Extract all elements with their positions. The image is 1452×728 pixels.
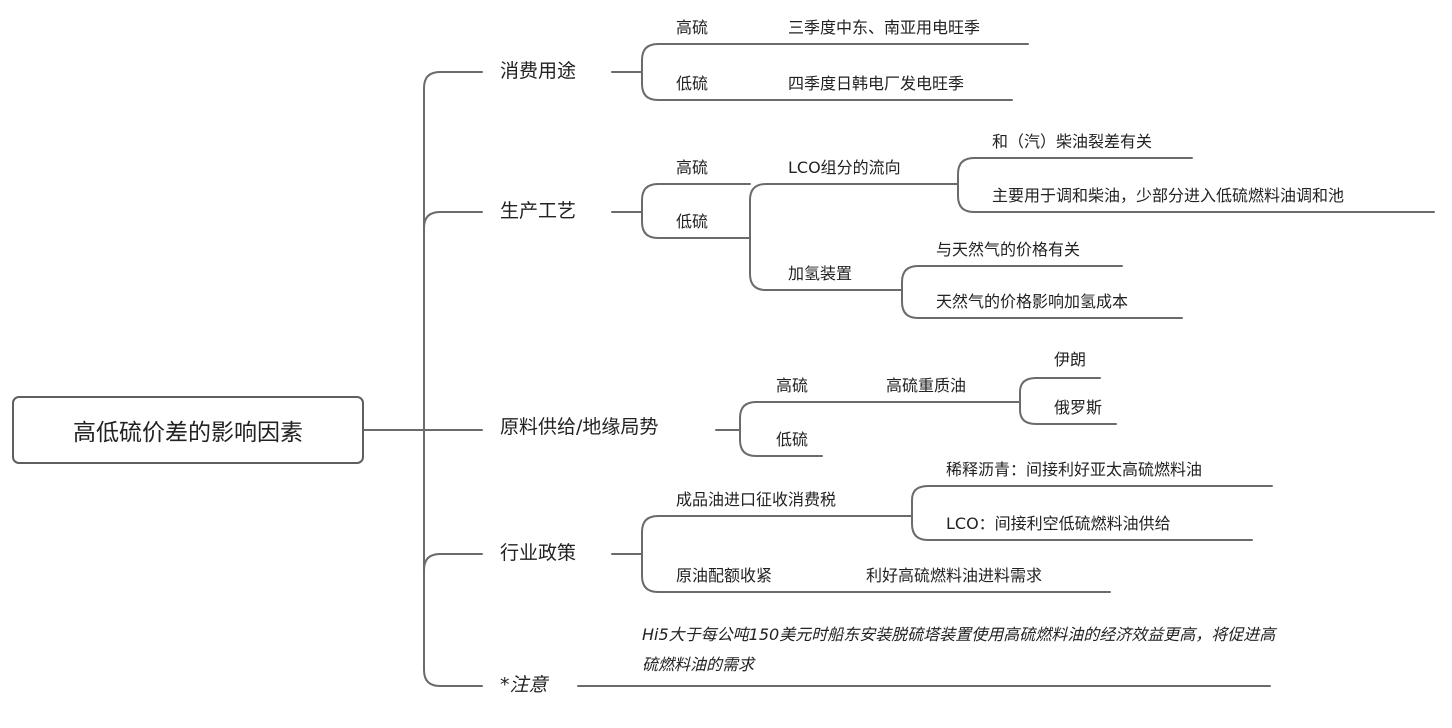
- hydro-child-1[interactable]: 与天然气的价格有关: [936, 240, 1081, 259]
- connector-heavy-split: [1019, 377, 1117, 425]
- hydro-child-2[interactable]: 天然气的价格影响加氢成本: [936, 292, 1129, 311]
- connector-prod-low-split: [749, 183, 959, 291]
- tax-child-1[interactable]: 稀释沥青：间接利好亚太高硫燃料油: [946, 460, 1203, 479]
- consumption-low[interactable]: 低硫: [676, 74, 709, 93]
- connector-production-split: [641, 183, 751, 239]
- heavy-oil-russia[interactable]: 俄罗斯: [1054, 398, 1103, 417]
- policy-tax[interactable]: 成品油进口征收消费税: [676, 490, 837, 509]
- connector-consumption-split: [641, 43, 1029, 101]
- root-node[interactable]: 高低硫价差的影响因素: [12, 396, 364, 464]
- connector-hydro-split: [901, 265, 1183, 319]
- connector-lco-split: [957, 157, 1435, 213]
- connector-production: [423, 211, 483, 229]
- production-high[interactable]: 高硫: [676, 158, 709, 177]
- connector-trunk-vertical: [423, 71, 441, 687]
- connector-policy-split: [641, 515, 1111, 593]
- note-text[interactable]: Hi5大于每公吨150美元时船东安装脱硫塔装置使用高硫燃料油的经济效益更高，将促…: [642, 625, 1276, 674]
- connector-tax-split: [911, 485, 1273, 541]
- consumption-high[interactable]: 高硫: [676, 18, 709, 37]
- production-lco[interactable]: LCO组分的流向: [788, 158, 901, 177]
- consumption-high-detail[interactable]: 三季度中东、南亚用电旺季: [788, 18, 981, 37]
- branch-policy[interactable]: 行业政策: [500, 542, 577, 564]
- heavy-oil-iran[interactable]: 伊朗: [1054, 350, 1087, 369]
- policy-quota-detail[interactable]: 利好高硫燃料油进料需求: [866, 566, 1043, 585]
- policy-quota[interactable]: 原油配额收紧: [676, 566, 773, 585]
- supply-low[interactable]: 低硫: [776, 430, 809, 449]
- consumption-low-detail[interactable]: 四季度日韩电厂发电旺季: [788, 74, 965, 93]
- production-low[interactable]: 低硫: [676, 212, 709, 231]
- branch-supply[interactable]: 原料供给/地缘局势: [500, 416, 659, 438]
- branch-consumption[interactable]: 消费用途: [500, 60, 577, 82]
- connector-supply-split: [739, 401, 1021, 457]
- lco-child-1[interactable]: 和（汽）柴油裂差有关: [992, 132, 1153, 151]
- connector-policy: [423, 553, 483, 571]
- lco-child-2[interactable]: 主要用于调和柴油，少部分进入低硫燃料油调和池: [992, 186, 1345, 205]
- branch-note[interactable]: *注意: [500, 674, 548, 696]
- tax-child-2[interactable]: LCO：间接利空低硫燃料油供给: [946, 514, 1171, 533]
- supply-heavy-oil[interactable]: 高硫重质油: [886, 376, 967, 395]
- supply-high[interactable]: 高硫: [776, 376, 809, 395]
- branch-production[interactable]: 生产工艺: [500, 200, 577, 222]
- production-hydro[interactable]: 加氢装置: [788, 264, 853, 283]
